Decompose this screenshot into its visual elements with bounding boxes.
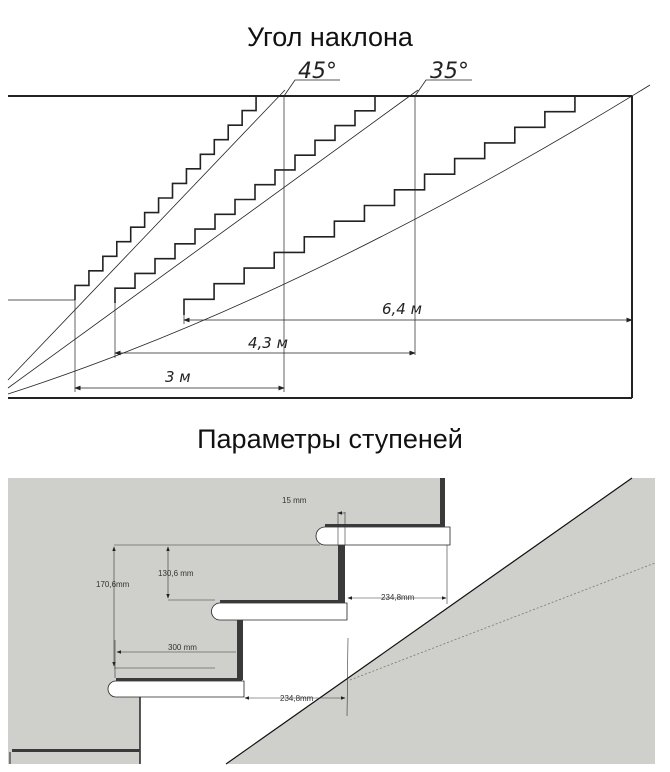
tread-top bbox=[315, 526, 451, 546]
dim-label-going-upper: 234,8mm bbox=[381, 593, 415, 602]
slope-drawing bbox=[7, 79, 651, 399]
title-step-parameters: Параметры ступеней bbox=[197, 424, 463, 454]
slope-line-45 bbox=[7, 89, 286, 381]
dotted-slope-line bbox=[349, 562, 656, 681]
riser-top bbox=[440, 478, 445, 524]
under-stair-space bbox=[140, 478, 632, 764]
riser-middle bbox=[338, 545, 345, 602]
length-label-3: 3 м bbox=[165, 368, 191, 386]
leader-35 bbox=[414, 79, 472, 97]
length-label-4-3: 4,3 м bbox=[248, 334, 288, 352]
step-drawing bbox=[8, 477, 656, 765]
title-slope-angle: Угол наклона bbox=[247, 22, 414, 52]
angle-label-45: 45° bbox=[298, 59, 337, 84]
angle-label-35: 35° bbox=[430, 59, 469, 84]
staircase-35 bbox=[114, 95, 395, 303]
slope-line-shallow bbox=[7, 84, 651, 395]
leader-45 bbox=[283, 79, 340, 97]
tread-lower bbox=[107, 680, 245, 698]
dim-label-tread: 300 mm bbox=[168, 643, 197, 652]
riser-lower bbox=[237, 620, 243, 680]
tread-middle bbox=[211, 602, 348, 621]
stringer-line bbox=[225, 477, 633, 765]
floor-tread bbox=[12, 749, 140, 752]
staircase-shallow bbox=[183, 95, 605, 315]
slope-line-35 bbox=[7, 89, 419, 389]
dim-label-going-lower: 234,8mm bbox=[280, 694, 314, 703]
dim-label-nosing: 15 mm bbox=[282, 496, 307, 505]
dim-label-riser-full: 170,6mm bbox=[96, 580, 130, 589]
dim-label-riser-inner: 130,6 mm bbox=[158, 569, 194, 578]
length-label-6-4: 6,4 м bbox=[382, 300, 422, 318]
staircase-45 bbox=[74, 95, 270, 300]
